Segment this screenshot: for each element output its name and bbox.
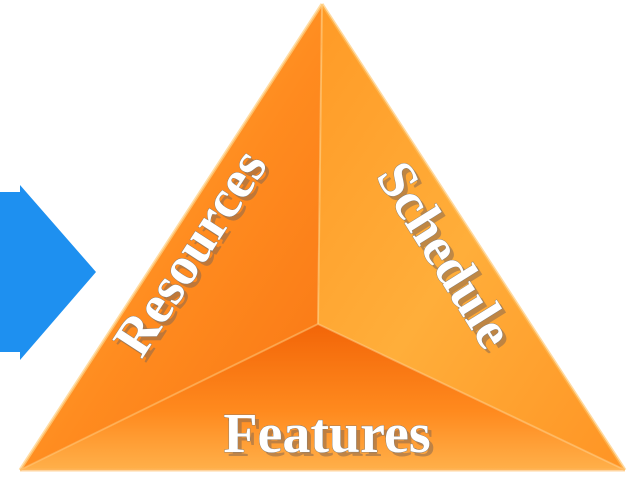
triangle-ridge-right — [317, 323, 626, 471]
triangle-ridge-left — [19, 323, 319, 471]
arrow-right-icon — [0, 185, 96, 360]
features-label-shadow: Features — [227, 407, 434, 469]
triangle-face-bottom — [20, 324, 625, 470]
triangle-edge-left — [18, 3, 324, 471]
features-label: Features — [223, 403, 430, 465]
triangle-ridge-vertical — [317, 3, 323, 325]
triangle-edge-right — [320, 3, 627, 471]
